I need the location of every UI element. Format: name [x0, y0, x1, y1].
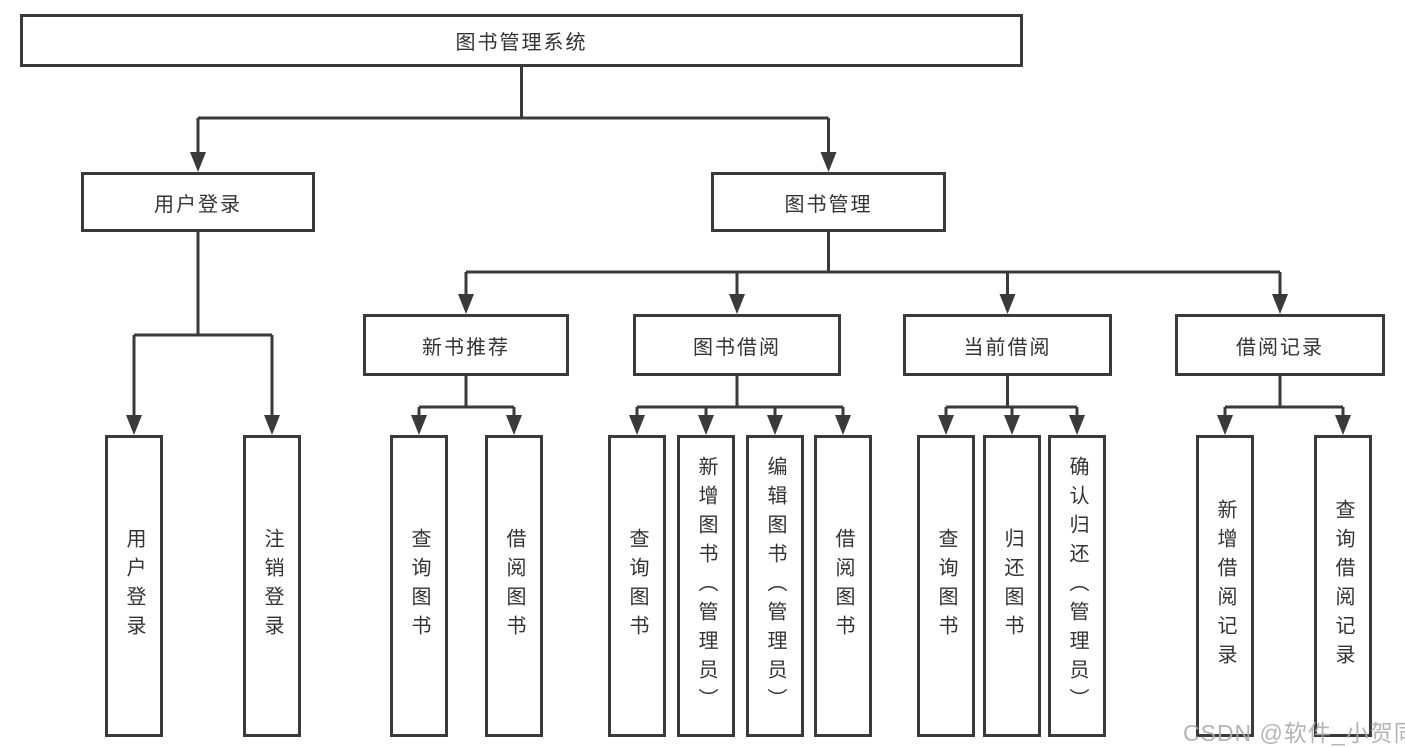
node-label: 借阅图书 [503, 528, 525, 644]
node-leaf-borrow-books: 借阅图书 [814, 435, 872, 737]
node-label: 查询借阅记录 [1332, 499, 1354, 673]
node-label: 查询图书 [626, 528, 648, 644]
arrow-down-icon [1335, 415, 1351, 435]
arrow-down-icon [458, 294, 474, 314]
node-label: 确认归还（管理员） [1066, 455, 1088, 717]
node-label: 图书管理 [784, 193, 873, 216]
node-label: 新增借阅记录 [1214, 499, 1236, 673]
arrow-down-icon [506, 415, 522, 435]
arrow-down-icon [1272, 294, 1288, 314]
arrow-down-icon [767, 415, 783, 435]
arrow-down-icon [999, 294, 1016, 314]
node-book-management: 图书管理 [711, 172, 946, 232]
node-leaf-query-books: 查询图书 [390, 435, 448, 737]
arrow-down-icon [411, 415, 427, 435]
arrow-down-icon [1217, 415, 1233, 435]
node-label: 当前借阅 [963, 336, 1052, 359]
node-label: 查询图书 [935, 528, 957, 644]
arrow-down-icon [835, 415, 851, 435]
node-label: 新书推荐 [422, 336, 510, 359]
node-book-borrowing: 图书借阅 [633, 314, 841, 376]
node-label: 用户登录 [123, 528, 145, 644]
node-leaf-confirm-return-admin: 确认归还（管理员） [1048, 435, 1106, 737]
node-label: 新增图书（管理员） [695, 455, 717, 717]
node-leaf-logout: 注销登录 [243, 435, 301, 737]
node-leaf-return-books: 归还图书 [983, 435, 1041, 737]
node-label: 查询图书 [408, 528, 430, 644]
node-label: 编辑图书（管理员） [764, 455, 786, 717]
node-leaf-add-borrow-record: 新增借阅记录 [1196, 435, 1254, 737]
node-label: 注销登录 [261, 528, 283, 644]
node-root-system: 图书管理系统 [20, 14, 1023, 67]
node-label: 借阅图书 [832, 528, 854, 644]
node-leaf-add-books-admin: 新增图书（管理员） [677, 435, 735, 737]
node-leaf-query-borrow-record: 查询借阅记录 [1314, 435, 1372, 737]
arrow-down-icon [126, 415, 142, 435]
node-label: 归还图书 [1001, 528, 1023, 644]
arrow-down-icon [264, 415, 280, 435]
arrow-down-icon [698, 415, 714, 435]
node-leaf-user-login: 用户登录 [105, 435, 163, 737]
arrow-down-icon [1069, 415, 1085, 435]
node-leaf-query-books: 查询图书 [608, 435, 666, 737]
arrow-down-icon [1004, 415, 1020, 435]
node-leaf-edit-books-admin: 编辑图书（管理员） [746, 435, 804, 737]
node-new-book-recommendation: 新书推荐 [363, 314, 569, 376]
arrow-down-icon [820, 152, 837, 172]
node-label: 图书借阅 [693, 336, 781, 359]
node-user-login-group: 用户登录 [81, 172, 315, 232]
csdn-watermark: CSDN @软件_小贺同学 [1183, 720, 1405, 746]
arrow-down-icon [190, 152, 206, 172]
node-label: 用户登录 [154, 193, 242, 216]
node-label: 借阅记录 [1236, 336, 1324, 359]
node-leaf-borrow-books: 借阅图书 [485, 435, 543, 737]
node-borrowing-records: 借阅记录 [1175, 314, 1385, 376]
arrow-down-icon [629, 415, 645, 435]
node-leaf-query-books: 查询图书 [917, 435, 975, 737]
arrow-down-icon [938, 415, 954, 435]
node-label: 图书管理系统 [455, 32, 588, 54]
node-current-borrowing: 当前借阅 [903, 314, 1112, 376]
arrow-down-icon [729, 294, 745, 314]
